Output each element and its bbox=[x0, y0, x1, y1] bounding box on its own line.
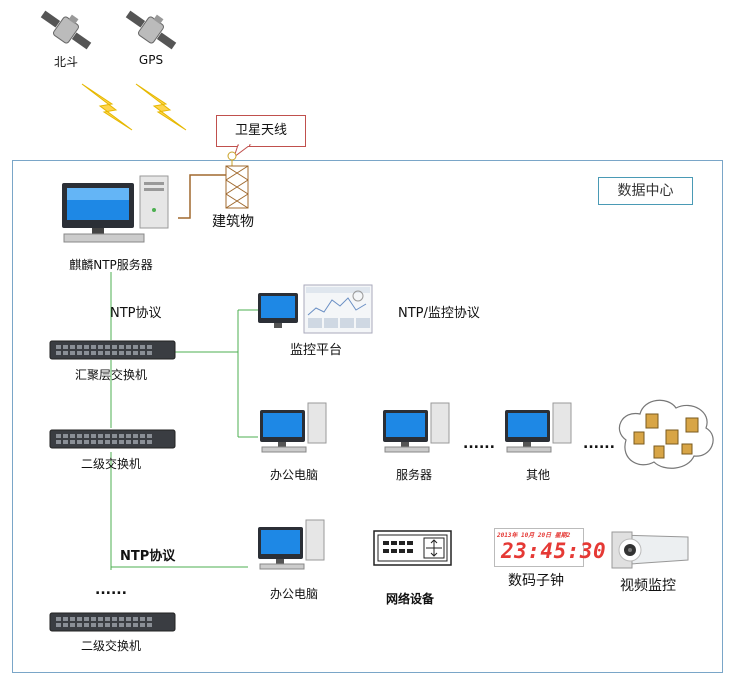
label-beidou: 北斗 bbox=[53, 55, 79, 69]
label-other: 其他 bbox=[526, 468, 551, 482]
antenna-cable bbox=[178, 174, 226, 219]
clock-date: 2013年 10月 20日 星期2 bbox=[497, 532, 571, 539]
label-digital-clock: 数码子钟 bbox=[508, 573, 564, 589]
label-ntp-monitor-protocol: NTP/监控协议 bbox=[398, 306, 480, 321]
label-office-pc-1: 办公电脑 bbox=[270, 468, 319, 482]
lightning-bolt-beidou bbox=[81, 83, 133, 131]
clock-time: 23:45:30 bbox=[501, 539, 607, 563]
label-network-device: 网络设备 bbox=[386, 592, 435, 606]
label-server: 服务器 bbox=[396, 468, 433, 482]
antenna-callout: 卫星天线 bbox=[216, 115, 306, 147]
label-building: 建筑物 bbox=[212, 214, 254, 230]
lightning-bolt-gps bbox=[135, 83, 187, 131]
digital-clock-icon: 2013年 10月 20日 星期2 23:45:30 bbox=[494, 528, 606, 567]
dots-switches: ...... bbox=[95, 582, 127, 598]
label-aggregation-switch: 汇聚层交换机 bbox=[74, 368, 148, 382]
label-video-monitor: 视频监控 bbox=[620, 578, 676, 594]
label-office-pc-2: 办公电脑 bbox=[270, 587, 319, 601]
label-secondary-switch-1: 二级交换机 bbox=[80, 457, 142, 471]
label-ntp-protocol-1: NTP协议 bbox=[110, 306, 162, 321]
data-center-region bbox=[12, 160, 723, 673]
data-center-tag: 数据中心 bbox=[598, 177, 693, 205]
label-ntp-protocol-2: NTP协议 bbox=[120, 549, 176, 564]
label-ntp-server: 麒麟NTP服务器 bbox=[69, 258, 153, 272]
label-secondary-switch-2: 二级交换机 bbox=[80, 639, 142, 653]
dots-pcs-1: ...... bbox=[463, 436, 495, 452]
label-gps: GPS bbox=[138, 53, 164, 67]
dots-pcs-2: ...... bbox=[583, 436, 615, 452]
label-monitor-platform: 监控平台 bbox=[290, 343, 343, 358]
